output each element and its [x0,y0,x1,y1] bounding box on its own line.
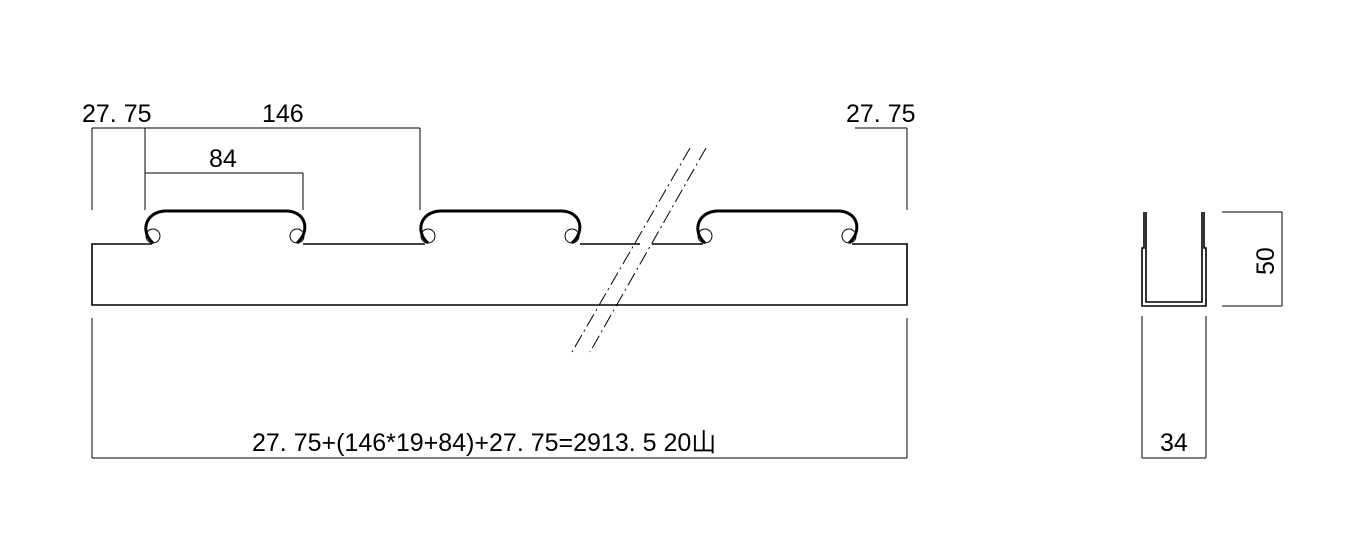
panel-outline [91,243,908,306]
rib-2 [419,209,582,245]
side-view: 50 34 [1141,211,1283,459]
dim-rib-width: 84 [209,145,237,173]
rib-3 [696,209,859,245]
dim-width: 34 [1160,429,1188,457]
dim-pitch: 146 [262,100,304,128]
rib-1 [144,209,307,245]
break-line [571,147,691,353]
hook-curl [145,228,161,244]
break-lines [571,147,707,353]
hook-curl [564,228,580,244]
dim-right-margin: 27. 75 [846,100,916,128]
dim-height: 50 [1252,247,1280,275]
front-view: 27. 75 146 84 27. 75 27. 75+(146*19+84)+… [82,100,916,459]
hook-curl [697,228,713,244]
dimension-lines [91,127,908,459]
rib-profiles [144,209,859,245]
hook-curl [420,228,436,244]
hook-curl [841,228,857,244]
channel-profile [1141,212,1207,307]
hook-curl [289,228,305,244]
dim-total-formula: 27. 75+(146*19+84)+27. 75=2913. 5 20山 [252,429,716,457]
dim-left-margin: 27. 75 [82,100,152,128]
break-line [589,147,707,353]
